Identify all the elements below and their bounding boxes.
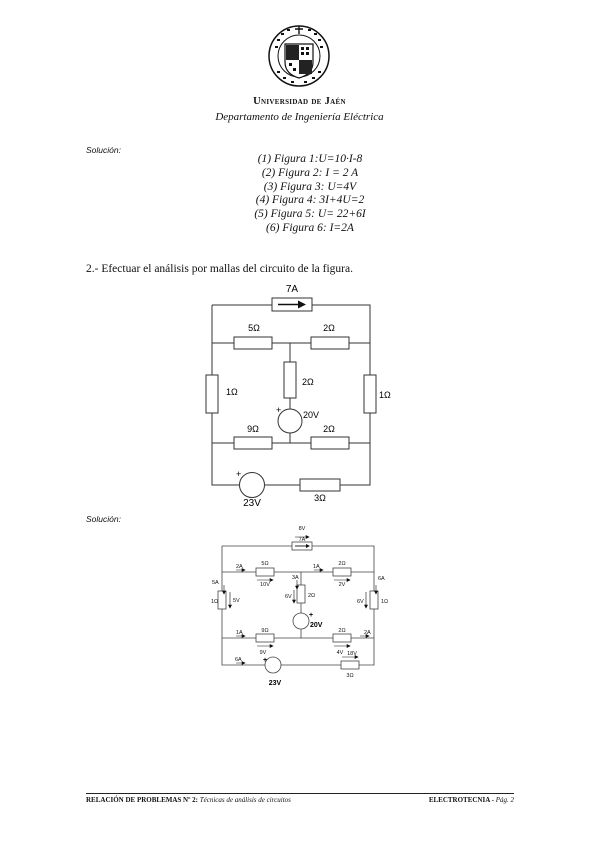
arrow-right-icon <box>306 544 310 548</box>
label-7a: 7A <box>286 284 299 295</box>
solution-line: (6) Figura 6: I=2A <box>266 221 354 234</box>
label-i: 1A <box>313 564 320 570</box>
resistor <box>296 584 306 604</box>
label-r: 9Ω <box>261 628 268 634</box>
solution-label: Solución: <box>86 514 121 524</box>
solution-label: Solución: <box>86 145 121 155</box>
resistor <box>255 633 275 643</box>
label-v: 8V <box>299 526 306 532</box>
label-r: 2Ω <box>338 561 345 567</box>
label-r: 9Ω <box>247 424 259 434</box>
label-v: 23V <box>243 498 261 509</box>
label-v: 4V <box>337 650 344 656</box>
footer-series: RELACIÓN DE PROBLEMAS Nº 2: <box>86 796 198 804</box>
footer-topic: Técnicas de análisis de circuitos <box>199 796 291 804</box>
label-v: 18V <box>347 651 357 657</box>
label-i: 1A <box>236 630 243 636</box>
label-v: 5V <box>233 598 240 604</box>
label-i: 7A <box>299 537 306 543</box>
label-r: 2Ω <box>323 323 335 333</box>
label-i: 2A <box>364 630 371 636</box>
plus-sign: + <box>263 657 267 664</box>
label-i: 6A <box>378 576 385 582</box>
resistor <box>233 436 273 450</box>
label-i: 5A <box>212 580 219 586</box>
voltage-source-20v <box>277 408 303 434</box>
label-r: 3Ω <box>314 493 326 503</box>
resistor <box>233 336 273 350</box>
label-r: 5Ω <box>248 323 260 333</box>
resistor <box>340 660 360 670</box>
resistor <box>283 361 297 399</box>
plus-sign: + <box>309 612 313 619</box>
voltage-source-23v <box>239 472 265 498</box>
footer-divider <box>86 793 514 794</box>
resistor <box>363 374 377 414</box>
label-v: 23V <box>269 680 282 687</box>
resistor <box>217 590 227 610</box>
label-r: 1Ω <box>211 599 218 605</box>
label-v: 9V <box>260 650 267 656</box>
label-v: 6V <box>357 599 364 605</box>
solutions-list: (1) Figura 1:U=10·I-8 (2) Figura 2: I = … <box>200 153 420 236</box>
label-r: 2Ω <box>338 628 345 634</box>
resistor <box>255 567 275 577</box>
resistor <box>310 436 350 450</box>
label-r: 1Ω <box>379 390 391 400</box>
plus-sign: + <box>276 405 281 415</box>
solution-line: (4) Figura 4: 3I+4U=2 <box>255 194 365 207</box>
label-v: 10V <box>260 582 270 588</box>
voltage-source-20v <box>292 612 310 630</box>
solution-line: (1) Figura 1:U=10·I-8 <box>257 153 363 165</box>
label-r: 1Ω <box>381 599 388 605</box>
label-v: 2V <box>339 582 346 588</box>
resistor <box>299 478 341 492</box>
label-r: 2Ω <box>308 593 315 599</box>
label-i: 6A <box>235 657 242 663</box>
resistor <box>310 336 350 350</box>
page-number: Pág. 2 <box>495 796 514 804</box>
voltage-source-23v <box>264 656 282 674</box>
footer-subject: ELECTROTECNIA - <box>428 796 494 804</box>
label-v: 20V <box>303 410 319 420</box>
footer-left: RELACIÓN DE PROBLEMAS Nº 2: Técnicas de … <box>86 796 291 804</box>
label-v: 6V <box>285 594 292 600</box>
university-name: Universidad de Jaén <box>253 96 346 107</box>
solution-line: (5) Figura 5: U= 22+6I <box>254 208 366 221</box>
label-r: 2Ω <box>302 377 314 387</box>
label-i: 2A <box>236 564 243 570</box>
arrow-right-icon <box>298 300 306 309</box>
solution-line: (3) Figura 3: U=4V <box>263 180 357 193</box>
resistor <box>332 567 352 577</box>
university-crest-logo <box>268 25 330 87</box>
plus-sign: + <box>236 469 241 479</box>
problem-statement: 2.- Efectuar el análisis por mallas del … <box>86 263 353 275</box>
department-name: Departamento de Ingeniería Eléctrica <box>215 111 384 123</box>
label-r: 3Ω <box>346 673 353 679</box>
resistor <box>205 374 219 414</box>
solution-line: (2) Figura 2: I = 2 A <box>261 166 359 179</box>
label-i: 3A <box>292 575 299 581</box>
resistor <box>369 590 379 610</box>
resistor <box>332 633 352 643</box>
label-r: 1Ω <box>226 387 238 397</box>
label-r: 5Ω <box>261 561 268 567</box>
label-v: 20V <box>310 622 323 629</box>
label-r: 2Ω <box>323 424 335 434</box>
footer-right: ELECTROTECNIA - Pág. 2 <box>429 796 514 804</box>
